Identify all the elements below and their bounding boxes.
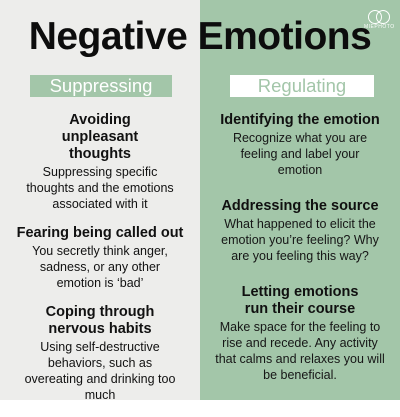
item-title: Letting emotions run their course <box>241 284 359 317</box>
page-title: Negative Emotions <box>28 15 372 58</box>
item-description: Recognize what you are feeling and label… <box>232 131 368 177</box>
right-panel-background <box>200 0 400 400</box>
list-item: Letting emotions run their course Make s… <box>205 284 395 383</box>
item-description: Suppressing specific thoughts and the em… <box>26 165 174 211</box>
list-item: Addressing the source What happened to e… <box>205 198 395 264</box>
logo-text: MIEPHOTO <box>364 24 395 30</box>
item-title: Addressing the source <box>221 198 379 214</box>
suppressing-column: Avoiding unpleasant thoughts Suppressing… <box>5 112 195 417</box>
item-title: Fearing being called out <box>16 225 184 241</box>
list-item: Avoiding unpleasant thoughts Suppressing… <box>5 112 195 212</box>
left-panel-background <box>0 0 200 400</box>
list-item: Identifying the emotion Recognize what y… <box>205 112 395 178</box>
brand-logo: MIEPHOTO <box>364 10 394 30</box>
item-description: Make space for the feeling to rise and r… <box>215 320 385 382</box>
list-item: Fearing being called out You secretly th… <box>5 225 195 291</box>
regulating-column: Identifying the emotion Recognize what y… <box>205 112 395 397</box>
item-title: Avoiding unpleasant thoughts <box>61 112 139 162</box>
item-title: Coping through nervous habits <box>45 304 155 337</box>
item-description: You secretly think anger, sadness, or an… <box>32 244 168 290</box>
suppressing-heading: Suppressing <box>30 75 172 97</box>
item-title: Identifying the emotion <box>220 112 380 128</box>
item-description: Using self-destructive behaviors, such a… <box>24 340 176 402</box>
logo-icon <box>364 10 394 24</box>
list-item: Coping through nervous habits Using self… <box>5 304 195 403</box>
item-description: What happened to elicit the emotion you’… <box>221 217 379 263</box>
regulating-heading: Regulating <box>230 75 374 97</box>
